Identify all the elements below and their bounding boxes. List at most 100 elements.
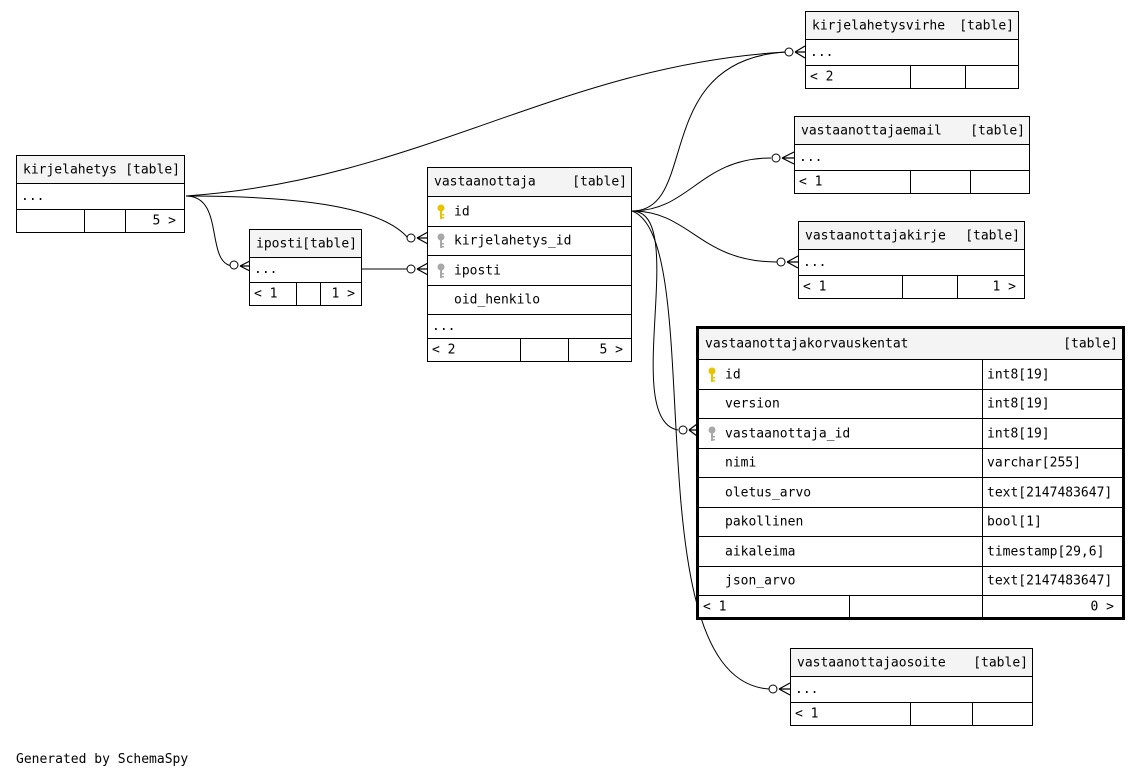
table-name: vastaanottajaosoite (797, 655, 946, 670)
column-type: int8[19] (987, 367, 1050, 382)
table-name: vastaanottajakorvauskentat (705, 336, 909, 352)
column-row[interactable]: id (428, 197, 631, 227)
table-footer: < 1 0 > (699, 596, 1122, 617)
ellipsis-text: ... (795, 681, 819, 697)
column-row[interactable]: iposti (428, 256, 631, 286)
foreign-key-icon (708, 426, 716, 441)
ellipsis-text: ... (432, 318, 456, 334)
table-footer: 5 > (17, 210, 184, 232)
table-footer: < 2 5 > (428, 339, 631, 361)
table-kind: [table] (572, 174, 627, 190)
edge-kirjelahetys-iposti (185, 195, 233, 267)
edge-vastaanottaja-vastaanottajaosoite (631, 210, 770, 690)
column-name: aikaleima (725, 544, 796, 559)
parents-count[interactable]: < 1 (703, 599, 727, 614)
table-header: kirjelahetysvirhe [table] (806, 12, 1018, 40)
column-name: json_arvo (725, 573, 796, 589)
table-ellipsis: ... (799, 250, 1024, 276)
parents-count[interactable]: < 1 (795, 706, 819, 722)
column-type: text[2147483647] (987, 485, 1113, 500)
children-count[interactable]: 1 > (992, 279, 1016, 295)
table-name: vastaanottaja (434, 174, 536, 190)
column-type: int8[19] (987, 396, 1050, 412)
primary-key-icon (437, 204, 445, 219)
table-footer: < 2 (806, 66, 1018, 88)
table-kind: [table] (970, 123, 1025, 138)
column-row[interactable]: pakollinen bool[1] (699, 508, 1122, 537)
table-ellipsis: ... (17, 184, 184, 210)
ellipsis-text: ... (799, 149, 823, 165)
table-iposti[interactable]: iposti [table] ... < 1 1 > (249, 229, 362, 306)
parents-count[interactable]: < 1 (799, 174, 823, 190)
table-kind: [table] (965, 228, 1020, 243)
ellipsis-text: ... (254, 261, 278, 277)
column-name: version (725, 396, 780, 412)
children-count[interactable]: 5 > (599, 342, 623, 358)
column-name: id (454, 204, 470, 219)
column-row[interactable]: kirjelahetys_id (428, 227, 631, 256)
column-row[interactable]: version int8[19] (699, 390, 1122, 419)
table-ellipsis: ... (795, 145, 1029, 171)
table-vastaanottajakorvauskentat[interactable]: vastaanottajakorvauskentat [table] id in… (696, 326, 1125, 620)
table-name: vastaanottajaemail (801, 123, 942, 138)
table-header: kirjelahetys [table] (17, 156, 184, 184)
table-name: kirjelahetys (23, 162, 117, 177)
column-type: varchar[255] (987, 455, 1081, 471)
table-ellipsis: ... (428, 315, 631, 339)
table-kind: [table] (959, 18, 1014, 33)
ellipsis-text: ... (803, 254, 827, 270)
parents-count[interactable]: < 2 (432, 342, 456, 358)
children-count[interactable]: 5 > (152, 213, 176, 229)
table-header: vastaanottajaemail [table] (795, 117, 1029, 145)
children-count[interactable]: 0 > (1090, 599, 1114, 614)
column-name: vastaanottaja_id (725, 426, 851, 441)
table-vastaanottajaemail[interactable]: vastaanottajaemail [table] ... < 1 (794, 116, 1030, 194)
column-row[interactable]: oletus_arvo text[2147483647] (699, 478, 1122, 508)
column-name: oletus_arvo (725, 485, 812, 500)
parents-count[interactable]: < 2 (810, 69, 834, 85)
table-ellipsis: ... (791, 677, 1032, 703)
table-name: kirjelahetysvirhe (812, 18, 946, 33)
column-row[interactable]: vastaanottaja_id int8[19] (699, 419, 1122, 449)
table-vastaanottajakirje[interactable]: vastaanottajakirje [table] ... < 1 1 > (798, 221, 1025, 299)
table-vastaanottajaosoite[interactable]: vastaanottajaosoite [table] ... < 1 (790, 648, 1033, 726)
column-name: nimi (725, 455, 757, 471)
table-kirjelahetysvirhe[interactable]: kirjelahetysvirhe [table] ... < 2 (805, 11, 1019, 89)
table-header: vastaanottajakorvauskentat [table] (699, 329, 1122, 360)
column-row[interactable]: aikaleima timestamp[29,6] (699, 537, 1122, 567)
ellipsis-text: ... (810, 44, 834, 60)
table-name: vastaanottajakirje (805, 228, 946, 243)
column-type: int8[19] (987, 426, 1050, 441)
parents-count[interactable]: < 1 (254, 286, 278, 302)
column-name: kirjelahetys_id (454, 233, 572, 249)
table-kirjelahetys[interactable]: kirjelahetys [table] ... 5 > (16, 155, 185, 233)
column-type: text[2147483647] (987, 573, 1113, 589)
foreign-key-icon (437, 233, 445, 248)
table-kind: [table] (1063, 336, 1118, 352)
edge-vastaanottaja-vastaanottajaemail (631, 157, 772, 212)
parents-count[interactable]: < 1 (803, 279, 827, 295)
column-name: iposti (454, 263, 501, 278)
table-kind: [table] (973, 655, 1028, 670)
table-ellipsis: ... (806, 40, 1018, 66)
column-row[interactable]: oid_henkilo (428, 286, 631, 315)
primary-key-icon (708, 367, 716, 382)
column-type: timestamp[29,6] (987, 544, 1105, 559)
table-kind: [table] (125, 162, 180, 177)
column-row[interactable]: json_arvo text[2147483647] (699, 567, 1122, 596)
children-count[interactable]: 1 > (331, 286, 355, 302)
column-row[interactable]: id int8[19] (699, 360, 1122, 390)
table-header: vastaanottajakirje [table] (799, 222, 1024, 250)
column-name: id (725, 367, 741, 382)
table-kind: [table] (302, 236, 357, 251)
column-row[interactable]: nimi varchar[255] (699, 449, 1122, 478)
edge-kirjelahetys-vastaanottaja (185, 195, 409, 239)
generated-by-text: Generated by SchemaSpy (16, 752, 189, 767)
table-footer: < 1 (795, 171, 1029, 193)
edge-vastaanottaja-kirjelahetysvirhe (631, 51, 787, 212)
edge-vastaanottaja-vastaanottajakirje (631, 210, 778, 263)
table-footer: < 1 1 > (250, 283, 361, 305)
table-vastaanottaja[interactable]: vastaanottaja [table] id kirjelahetys_id… (427, 167, 632, 362)
edge-kirjelahetys-kirjelahetysvirhe (185, 51, 787, 197)
